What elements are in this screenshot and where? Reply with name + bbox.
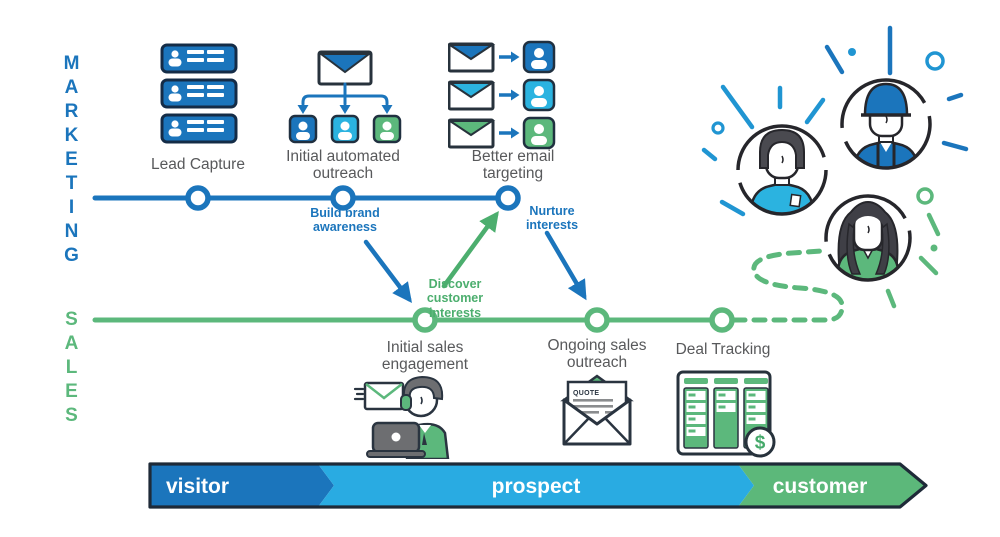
- arrow-discover-to-marketing: [441, 211, 499, 289]
- funnel-segment-visitor: [150, 464, 334, 507]
- lead-avatar-blue: [288, 114, 318, 144]
- sales-node-outreach: [584, 307, 610, 333]
- contact-card: [160, 113, 238, 144]
- stage-label-initial-sales-engagement: Initial sales engagement: [381, 339, 469, 374]
- funnel-segment-prospect: [318, 464, 754, 507]
- handoff-dashed-path: [731, 248, 845, 323]
- customers-illustration: [701, 25, 969, 309]
- marketing-node-targeting: [495, 185, 521, 211]
- contact-cards-icon: [160, 43, 238, 144]
- targeted-email-icon: [448, 40, 556, 150]
- stage-label-deal-tracking: Deal Tracking: [675, 341, 771, 358]
- marketing-node-lead-capture: [185, 185, 211, 211]
- email-broadcast-icon: [288, 50, 402, 144]
- lead-avatar-green: [372, 114, 402, 144]
- sales-node-engagement: [412, 307, 438, 333]
- support-agent-icon: [353, 375, 450, 459]
- arrow-build-brand-to-sales: [363, 239, 412, 303]
- email-to-person-row-green: [448, 116, 556, 150]
- arrow-nurture-to-sales: [544, 230, 587, 301]
- dollar-sign: $: [755, 433, 766, 454]
- transition-label-build-brand-awareness: Build brand awareness: [310, 206, 380, 235]
- celebration-sparkles: [701, 25, 969, 309]
- stage-label-ongoing-sales-outreach: Ongoing sales outreach: [547, 337, 647, 372]
- avatar-man-cyan: [736, 124, 828, 216]
- funnel-label-visitor: visitor: [166, 475, 229, 498]
- quote-envelope-icon: QUOTE: [560, 374, 634, 446]
- contact-card: [160, 43, 238, 74]
- funnel-label-customer: customer: [773, 475, 868, 498]
- dollar-coin-icon: $: [744, 426, 776, 458]
- stage-label-better-email-targeting: Better email targeting: [471, 148, 555, 183]
- contact-card: [160, 78, 238, 109]
- email-to-person-row-cyan: [448, 78, 556, 112]
- funnel-label-prospect: prospect: [492, 475, 581, 498]
- transition-label-nurture-interests: Nurture interests: [525, 204, 579, 233]
- email-to-person-row-blue: [448, 40, 556, 74]
- marketing-lane-title: MARKETING: [61, 53, 82, 269]
- lead-avatar-cyan: [330, 114, 360, 144]
- transition-label-discover-customer-interests: Discover customer interests: [426, 277, 484, 320]
- stage-label-lead-capture: Lead Capture: [151, 156, 245, 173]
- avatar-man-cap: [840, 78, 932, 170]
- avatar-woman-green: [824, 194, 912, 282]
- stage-label-initial-automated-outreach: Initial automated outreach: [286, 148, 400, 183]
- kanban-board-icon: $: [676, 370, 776, 458]
- funnel-banner: visitor prospect customer: [148, 462, 928, 509]
- marketing-node-outreach: [330, 185, 356, 211]
- quote-label: QUOTE: [573, 390, 599, 397]
- sales-node-deal-tracking: [709, 307, 735, 333]
- funnel-segment-customer: [738, 464, 926, 507]
- sales-lane-title: SALES: [61, 309, 82, 429]
